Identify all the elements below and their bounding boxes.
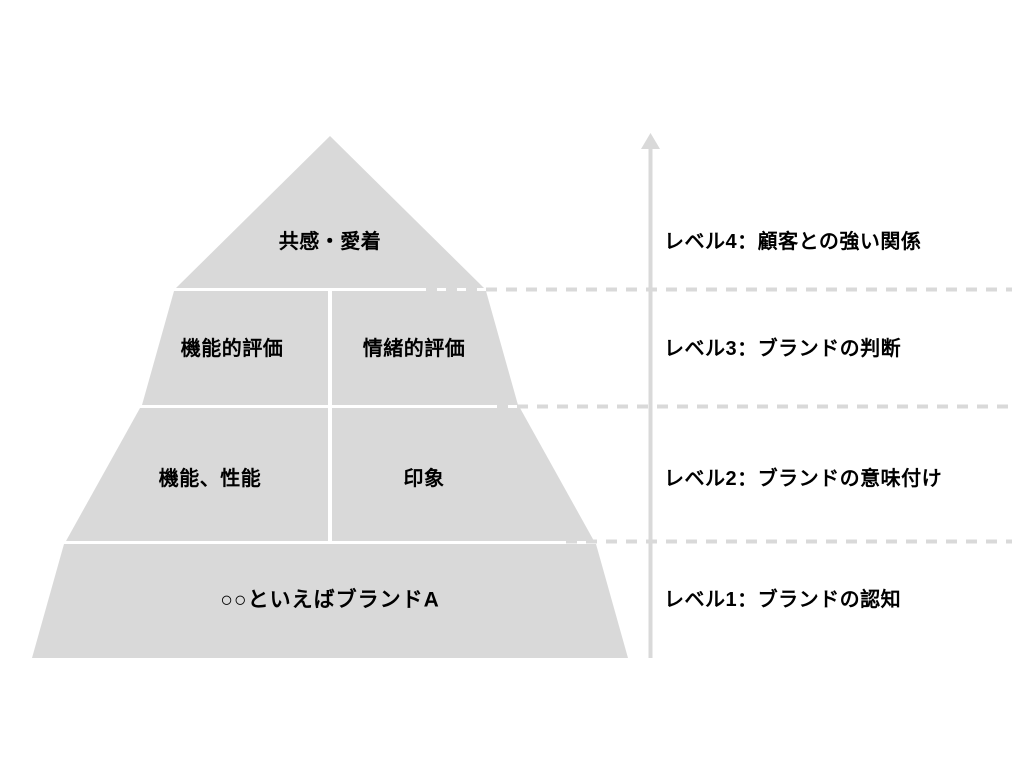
pyramid-tier-1-base bbox=[32, 544, 628, 658]
level-label-2: レベル2：ブランドの意味付け bbox=[664, 468, 943, 490]
level-label-4: レベル4：顧客との強い関係 bbox=[664, 231, 922, 253]
pyramid-label-tier-2-left: 機能、性能 bbox=[158, 468, 262, 490]
pyramid-label-tier-2-right: 印象 bbox=[403, 468, 445, 490]
pyramid-shape bbox=[32, 136, 628, 658]
pyramid-label-tier-4: 共感・愛着 bbox=[278, 231, 382, 253]
level-label-1: レベル1：ブランドの認知 bbox=[664, 589, 902, 611]
up-arrow-icon bbox=[641, 133, 660, 149]
brand-resonance-pyramid: 共感・愛着 機能的評価 情緒的評価 機能、性能 印象 ○○といえばブランドA bbox=[32, 136, 628, 658]
pyramid-label-tier-1: ○○といえばブランドA bbox=[220, 588, 440, 612]
pyramid-tier-3-cell-right bbox=[332, 291, 518, 405]
pyramid-tier-2-cell-left bbox=[66, 408, 328, 541]
level-label-3: レベル3：ブランドの判断 bbox=[664, 338, 902, 360]
pyramid-label-tier-3-right: 情緒的評価 bbox=[362, 338, 466, 360]
pyramid-tier-4-apex bbox=[176, 136, 484, 288]
pyramid-label-tier-3-left: 機能的評価 bbox=[180, 338, 284, 360]
pyramid-tier-3-cell-left bbox=[142, 291, 328, 405]
pyramid-tier-2-cell-right bbox=[332, 408, 594, 541]
